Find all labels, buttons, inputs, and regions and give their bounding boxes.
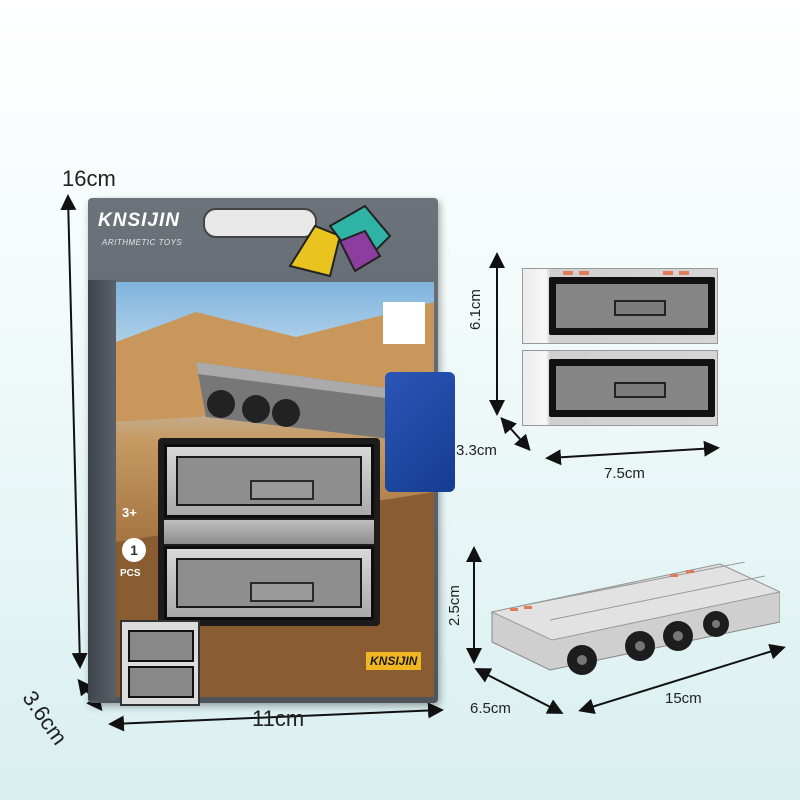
count-badge: 1: [122, 538, 146, 562]
package-subtitle: ARITHMETIC TOYS: [102, 238, 183, 247]
arrow-package-height: [60, 194, 88, 669]
package-badges: 3+ 1 PCS: [120, 300, 152, 680]
cube-depth-label: 3.3cm: [456, 442, 497, 459]
vehicle-depth-label: 6.5cm: [470, 700, 511, 717]
cube-height-label: 6.1cm: [467, 289, 484, 330]
package-side: [88, 280, 116, 700]
blue-robot-figure: [385, 372, 455, 492]
robot-illustration: [288, 204, 392, 278]
package-height-label: 16cm: [62, 166, 116, 191]
cube-product: [522, 268, 718, 428]
product-window: [158, 438, 380, 626]
vehicle-product: [490, 562, 780, 675]
package-brand: KNSIJIN: [98, 210, 180, 231]
cube-bottom-block: [522, 350, 718, 426]
vehicle-length-label: 15cm: [665, 690, 702, 707]
mini-product-image: [120, 620, 200, 706]
pcs-label: PCS: [120, 568, 141, 579]
cube-top-block: [522, 268, 718, 344]
arrow-package-width: [108, 702, 444, 732]
arrow-cube-depth: [500, 417, 531, 451]
package-label-patch: [383, 302, 425, 344]
cube-width-label: 7.5cm: [604, 465, 645, 482]
hang-tab: [203, 208, 317, 238]
arrow-vehicle-depth: [474, 668, 564, 714]
toy-mid-band: [164, 520, 374, 544]
vehicle-height-label: 2.5cm: [446, 585, 463, 626]
package-brand-bottom: KNSIJIN: [366, 652, 422, 670]
toy-panel-top: [164, 444, 374, 518]
arrow-cube-width: [545, 440, 720, 466]
age-badge: 3+: [122, 505, 137, 520]
package-width-label: 11cm: [252, 706, 305, 731]
toy-panel-bottom: [164, 546, 374, 620]
arrow-vehicle-length: [578, 643, 786, 715]
